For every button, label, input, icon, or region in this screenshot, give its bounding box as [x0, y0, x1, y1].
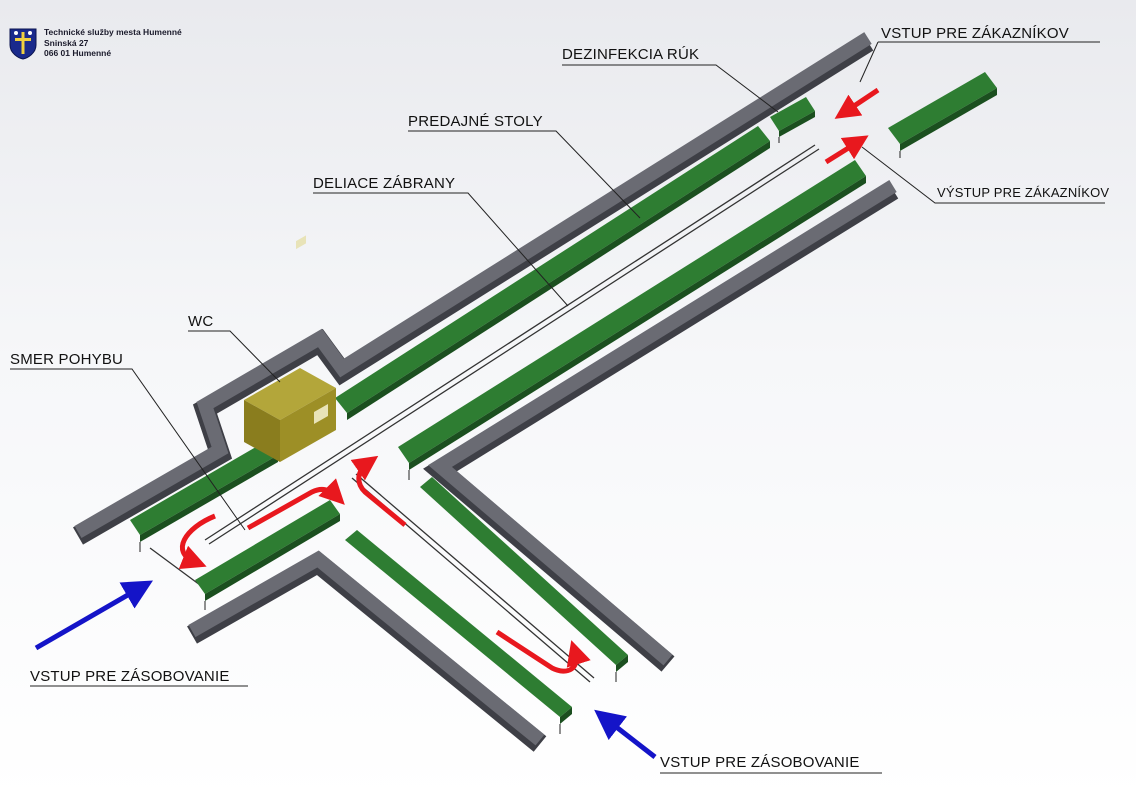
table-row-upper-left [130, 440, 278, 542]
entrance-arrow [834, 87, 880, 119]
wall-right-lower [423, 180, 899, 672]
dividing-barriers [149, 144, 820, 683]
organization-header: Technické služby mesta Humenné Sninská 2… [8, 27, 182, 60]
table-row-lower-main [398, 160, 866, 470]
table-row-upper-main [335, 126, 770, 420]
table-row-down-right [420, 477, 628, 672]
label-supply-entrance-left: VSTUP PRE ZÁSOBOVANIE [30, 668, 230, 685]
organization-street: Sninská 27 [44, 37, 89, 48]
label-supply-entrance-bottom: VSTUP PRE ZÁSOBOVANIE [660, 754, 860, 771]
coat-of-arms-icon [9, 28, 37, 60]
flow-arrow-uturn-bottom [495, 629, 591, 674]
supply-arrow-left [34, 580, 153, 651]
label-wc: WC [188, 313, 214, 330]
sales-tables [130, 72, 997, 734]
label-entrance-customers: VSTUP PRE ZÁKAZNÍKOV [881, 25, 1069, 42]
flow-arrow-turn-up [350, 455, 407, 527]
organization-name: Technické služby mesta Humenné [44, 27, 182, 37]
leader-lines [10, 41, 1105, 774]
wall-left-lower [187, 550, 547, 752]
flow-arrows [178, 87, 880, 674]
flow-arrow-uturn-left [178, 513, 216, 569]
label-dividing-barriers: DELIACE ZÁBRANY [313, 175, 456, 192]
label-movement-direction: SMER POHYBU [10, 351, 124, 368]
walls [72, 32, 899, 752]
disinfection-table [770, 97, 815, 137]
exit-arrow [824, 135, 869, 165]
flow-arrow-straight [246, 478, 345, 531]
table-row-lower-left [195, 500, 340, 601]
label-sales-tables: PREDAJNÉ STOLY [408, 113, 543, 130]
wall-upper [72, 32, 874, 545]
label-hand-disinfection: DEZINFEKCIA RÚK [562, 46, 700, 63]
table-row-down-left [345, 530, 572, 724]
label-exit-customers: VÝSTUP PRE ZÁKAZNÍKOV [937, 185, 1110, 200]
supply-arrows [34, 580, 657, 759]
organization-city: 066 01 Humenné [44, 48, 112, 58]
table-row-exit [888, 72, 997, 151]
supply-arrow-bottom [594, 709, 657, 759]
wc-box [244, 235, 336, 462]
